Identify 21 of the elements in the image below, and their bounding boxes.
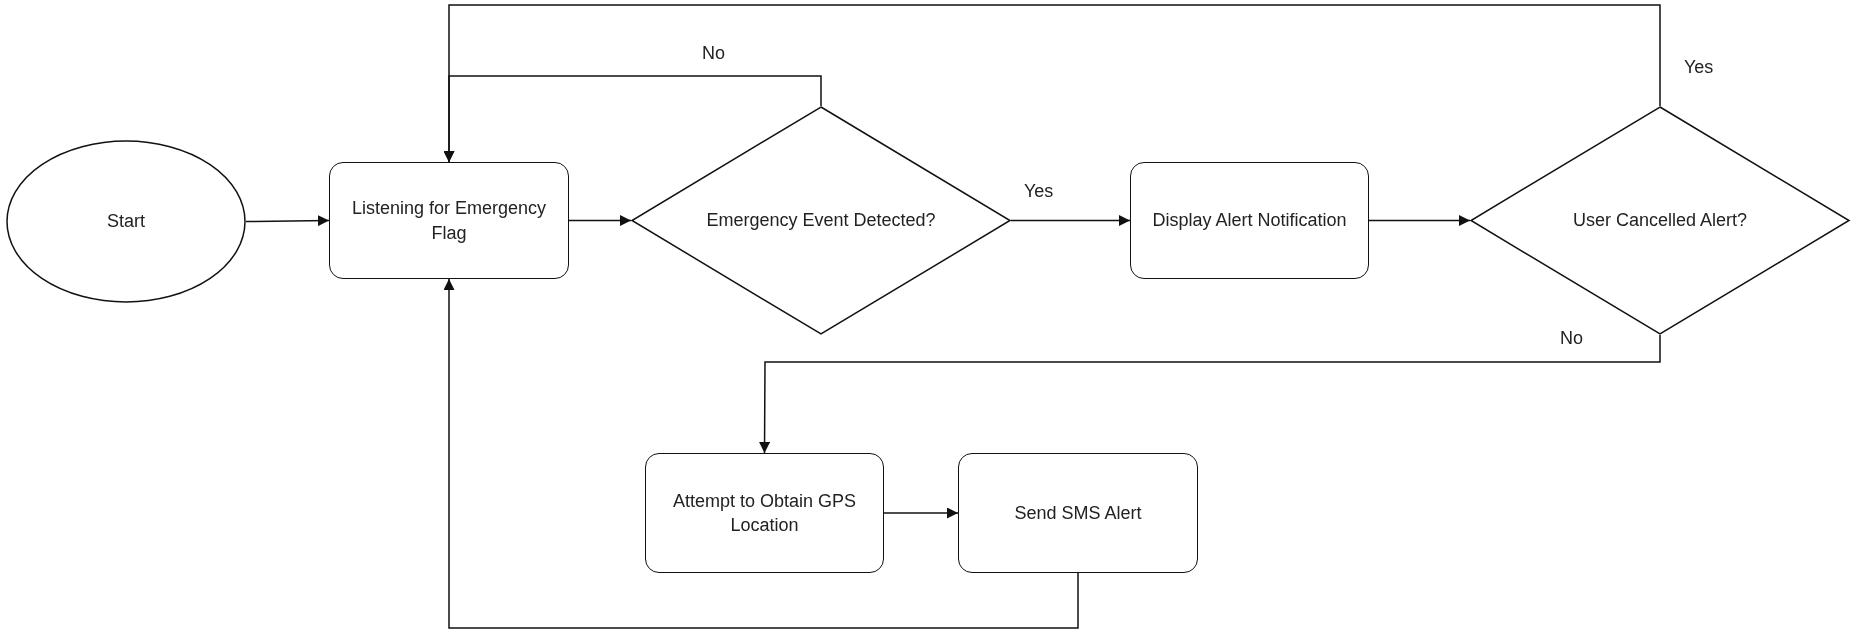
process-box	[645, 453, 884, 573]
node-label: User Cancelled Alert?	[1571, 209, 1749, 233]
node-label: Display Alert Notification	[1151, 209, 1348, 233]
process-box	[1130, 162, 1369, 279]
arrow	[443, 278, 1079, 629]
arrow	[759, 334, 1661, 454]
start-ellipse	[6, 140, 246, 303]
arrow	[245, 215, 330, 227]
process-box	[958, 453, 1198, 573]
decision-diamond	[631, 106, 1011, 335]
arrow	[883, 507, 959, 519]
arrow	[568, 215, 632, 226]
arrow	[1010, 215, 1131, 226]
arrow	[443, 4, 1661, 163]
node-label: Listening for Emergency Flag	[350, 197, 548, 245]
node-label: Emergency Event Detected?	[705, 209, 937, 233]
arrow	[1368, 215, 1471, 226]
node-label: Send SMS Alert	[1013, 501, 1143, 525]
node-label: Start	[106, 210, 146, 234]
process-box	[329, 162, 569, 279]
node-label: Attempt to Obtain GPS Location	[671, 489, 858, 537]
